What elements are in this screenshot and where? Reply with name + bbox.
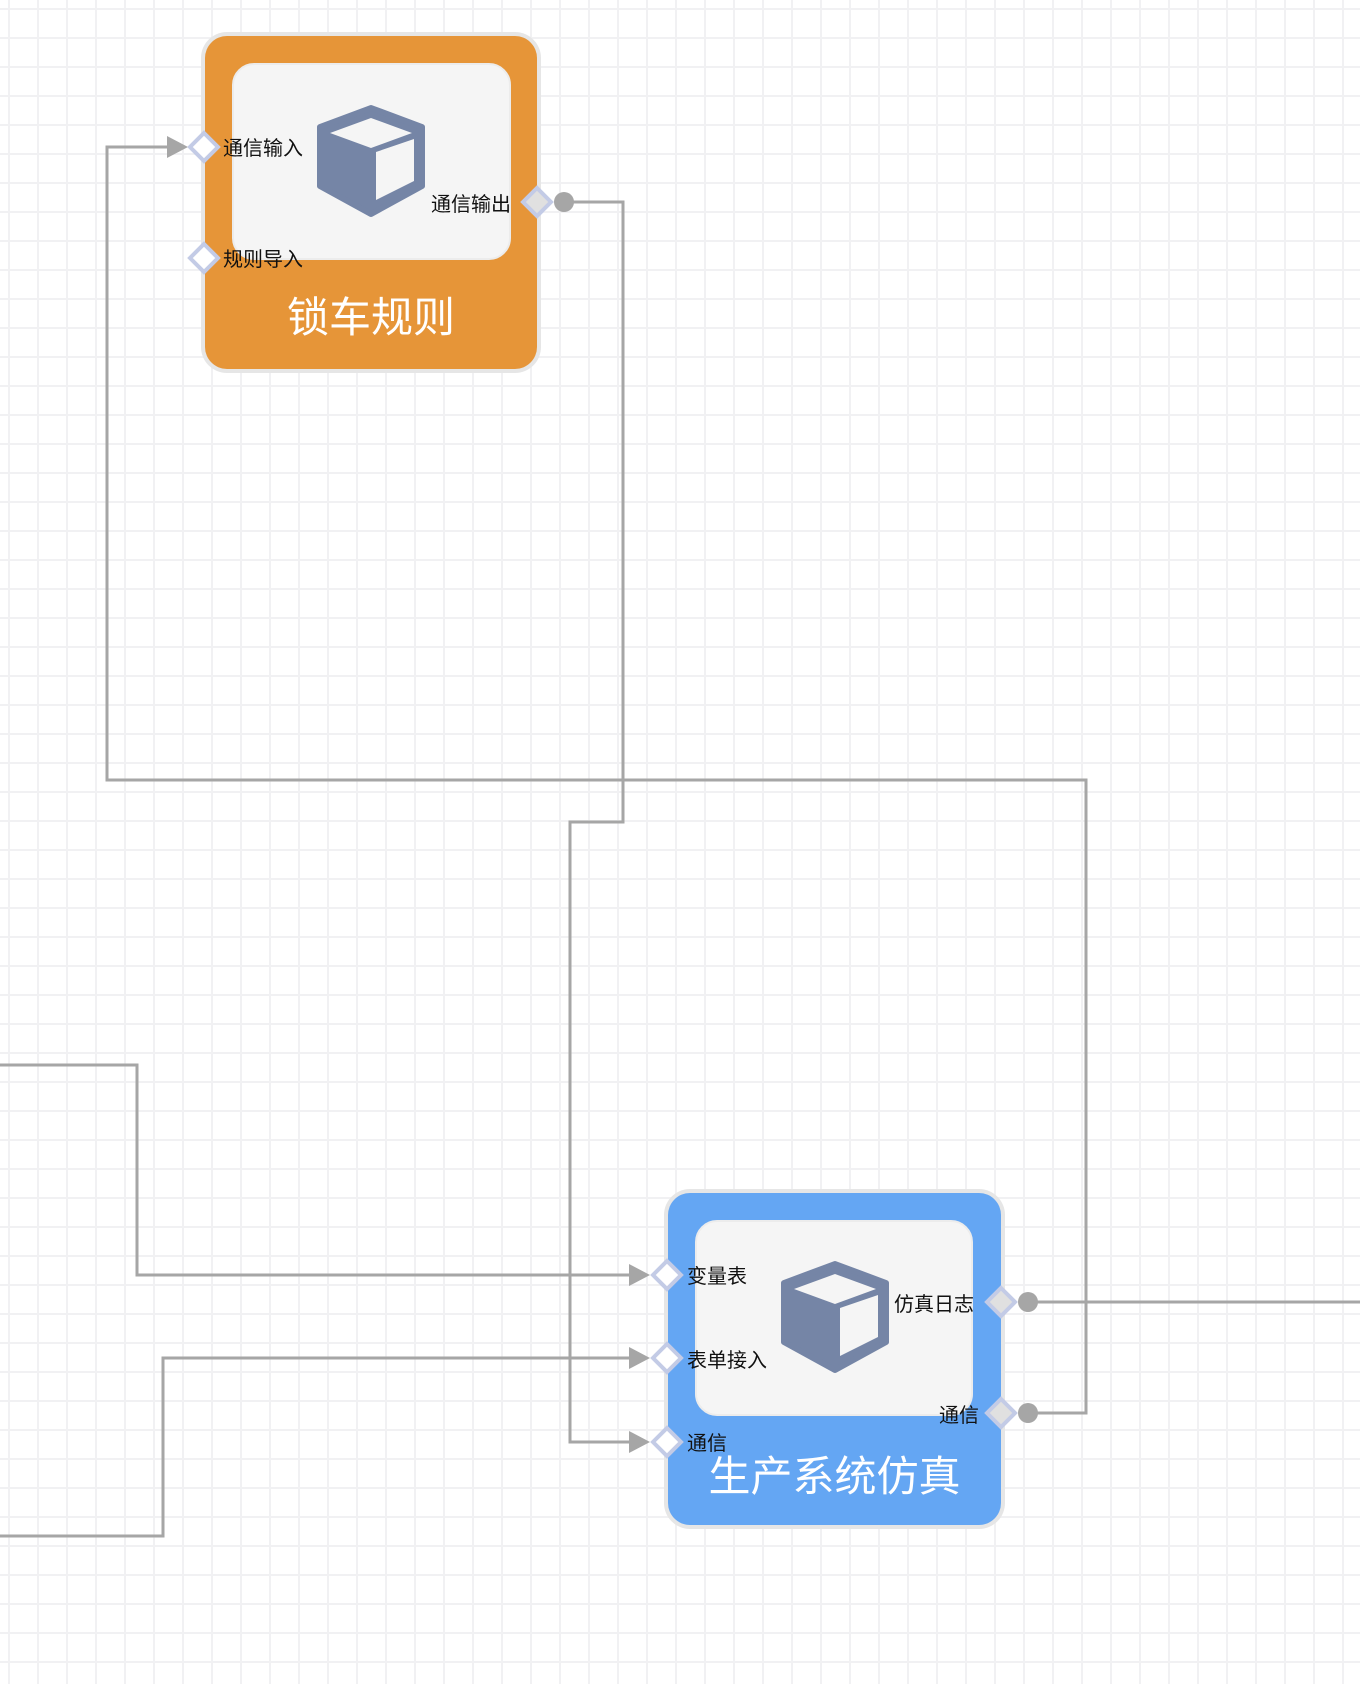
cube-icon	[317, 105, 425, 217]
node-title: 生产系统仿真	[708, 1452, 961, 1501]
cube-icon	[781, 1261, 889, 1373]
wire-lock-out-to-sim-comm[interactable]	[564, 200, 632, 1444]
node-title: 锁车规则	[286, 293, 455, 342]
arrow-head	[629, 1347, 650, 1369]
port-label: 通信输入	[223, 136, 303, 160]
port-label: 通信输出	[431, 192, 511, 216]
arrow-head	[629, 1264, 650, 1286]
output-dot[interactable]	[1018, 1292, 1038, 1312]
wire-sim-comm-to-lock-in[interactable]	[105, 145, 1088, 1415]
port-label: 规则导入	[223, 247, 303, 271]
port-label: 通信	[687, 1431, 727, 1455]
wire-external-to-form-input[interactable]	[0, 1356, 632, 1538]
output-dot[interactable]	[1018, 1403, 1038, 1423]
port-label: 通信	[939, 1403, 979, 1427]
port-label: 变量表	[687, 1264, 747, 1288]
output-dot[interactable]	[554, 192, 574, 212]
port-label: 表单接入	[687, 1348, 767, 1372]
wire-external-to-var-table[interactable]	[0, 1063, 632, 1277]
arrow-head	[167, 136, 188, 158]
port-label: 仿真日志	[894, 1292, 974, 1316]
arrow-head	[629, 1431, 650, 1453]
